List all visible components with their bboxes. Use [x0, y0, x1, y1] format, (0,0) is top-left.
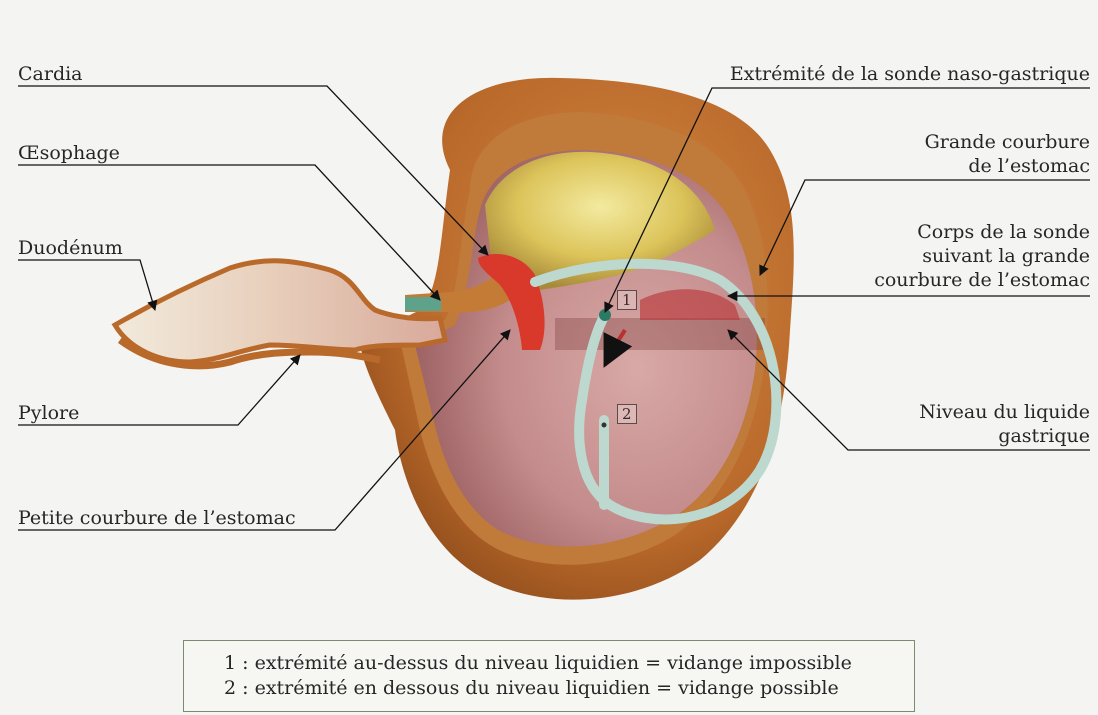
tube-hole — [602, 423, 607, 428]
marker-tip-1: 1 — [617, 290, 637, 310]
label-grande-courbure-l2: de l’estomac — [925, 154, 1090, 178]
duodenum — [115, 261, 445, 362]
label-niveau-liquide-l1: Niveau du liquide — [919, 400, 1090, 424]
label-extremite-sonde: Extrémité de la sonde naso-gastrique — [730, 62, 1090, 86]
label-corps-sonde: Corps de la sonde suivant la grande cour… — [874, 220, 1090, 292]
leader-cardia — [18, 86, 488, 255]
label-corps-sonde-l3: courbure de l’estomac — [874, 268, 1090, 292]
legend-line-2: 2 : extrémité en dessous du niveau liqui… — [224, 676, 914, 701]
label-cardia: Cardia — [18, 62, 83, 86]
label-grande-courbure: Grande courbure de l’estomac — [925, 130, 1090, 178]
marker-tip-2: 2 — [617, 404, 637, 424]
label-duodenum: Duodénum — [18, 236, 123, 260]
label-corps-sonde-l2: suivant la grande — [874, 244, 1090, 268]
esophagus-tube — [405, 297, 441, 311]
label-corps-sonde-l1: Corps de la sonde — [874, 220, 1090, 244]
legend-line-1: 1 : extrémité au-dessus du niveau liquid… — [224, 651, 914, 676]
label-petite-courbure: Petite courbure de l’estomac — [18, 506, 296, 530]
label-pylore: Pylore — [18, 401, 79, 425]
label-grande-courbure-l1: Grande courbure — [925, 130, 1090, 154]
legend-box: 1 : extrémité au-dessus du niveau liquid… — [183, 640, 915, 712]
leader-duodenum — [18, 260, 155, 310]
label-niveau-liquide: Niveau du liquide gastrique — [919, 400, 1090, 448]
liquid-level-band — [555, 318, 765, 350]
label-niveau-liquide-l2: gastrique — [919, 424, 1090, 448]
label-oesophage: Œsophage — [18, 141, 120, 165]
